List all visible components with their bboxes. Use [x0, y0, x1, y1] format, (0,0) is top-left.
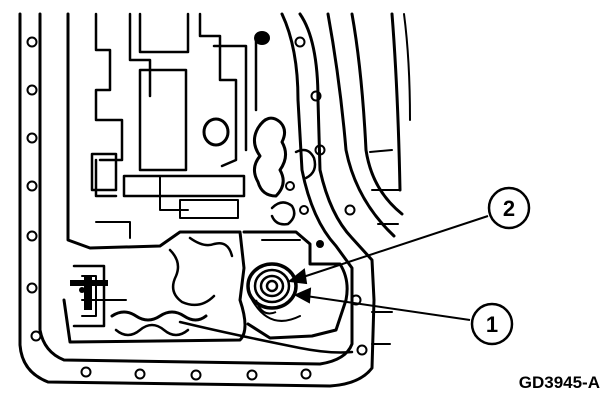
- rib-2: [350, 12, 404, 216]
- rib-3: [390, 12, 402, 192]
- callout-1-number: 1: [486, 312, 498, 337]
- leader-line-1: [305, 295, 471, 321]
- callout-2: 2: [487, 186, 531, 230]
- figure-id: GD3945-A: [519, 373, 600, 392]
- rib-1: [326, 12, 396, 238]
- spring-component: [246, 262, 298, 315]
- callout-1: 1: [470, 302, 514, 346]
- valve-body-outline: [62, 12, 247, 344]
- case-inner-outline: [38, 12, 354, 366]
- case-outline: [18, 12, 376, 388]
- callout-2-number: 2: [503, 196, 515, 221]
- bolt-head: [254, 31, 270, 45]
- rib-4: [403, 13, 411, 121]
- leader-line-2: [299, 215, 489, 279]
